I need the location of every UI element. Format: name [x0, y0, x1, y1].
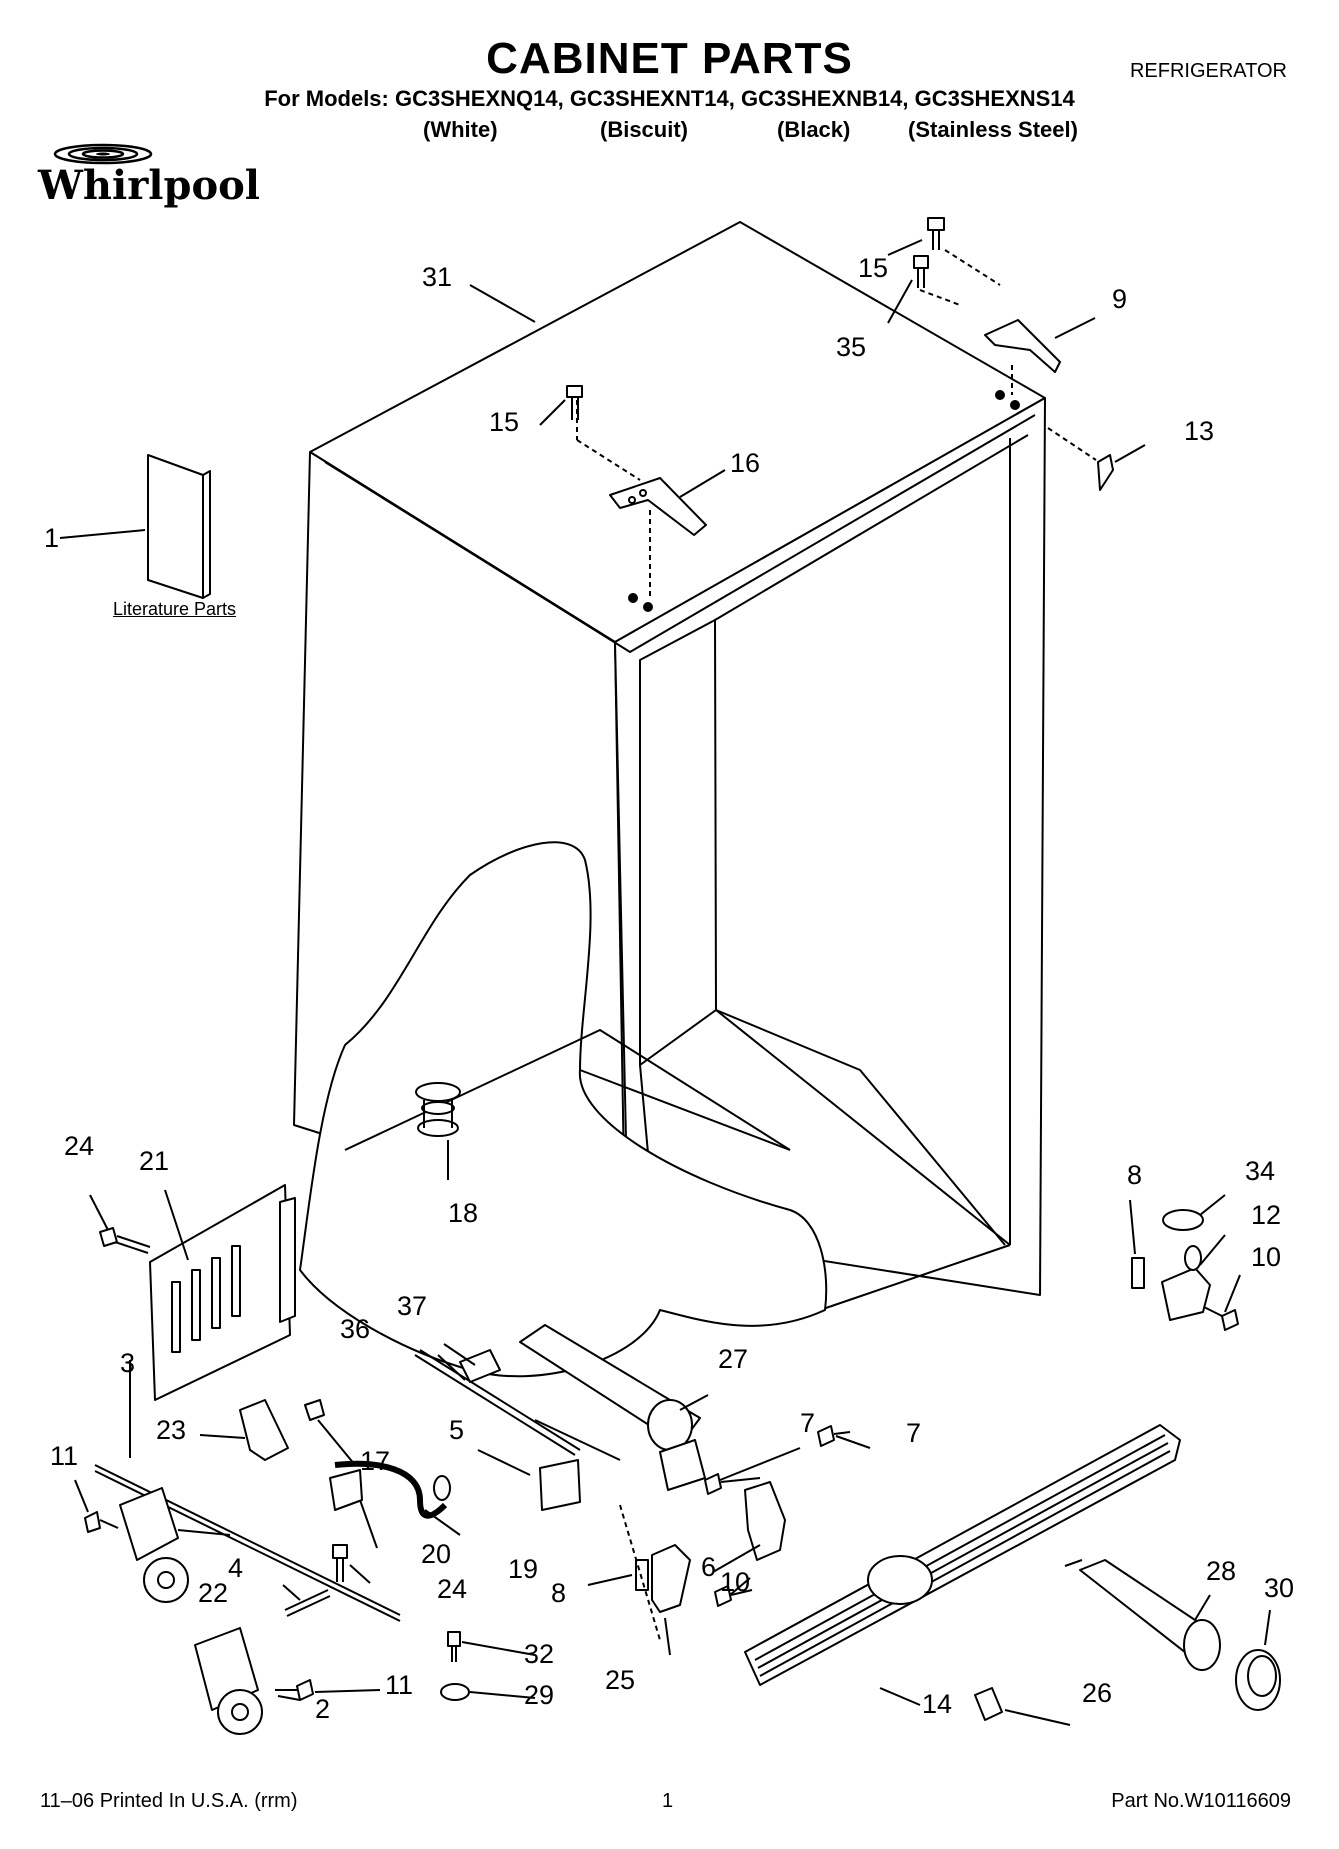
screw-32 [447, 1631, 461, 1662]
screw-15-left [566, 385, 583, 420]
callout-19: 19 [508, 1554, 539, 1584]
callout-8: 8 [1127, 1160, 1143, 1190]
callout-32: 32 [524, 1639, 555, 1669]
leader-arrows [59, 239, 1271, 1726]
callout-36: 36 [340, 1314, 371, 1344]
page-title: CABINET PARTS [486, 34, 853, 83]
rod-37 [459, 1349, 621, 1461]
callout-11: 11 [50, 1441, 79, 1471]
bracket-23 [239, 1399, 325, 1461]
callout-31: 31 [422, 262, 453, 292]
bracket-6 [744, 1481, 786, 1561]
callout-2: 2 [315, 1694, 331, 1724]
callout-25: 25 [605, 1665, 636, 1695]
callout-13: 13 [1184, 416, 1215, 446]
callout-24: 24 [64, 1131, 95, 1161]
screw-10-bottom [714, 1585, 753, 1607]
callout-28: 28 [1206, 1556, 1237, 1586]
roller-bracket-front [119, 1487, 189, 1603]
clip-26 [974, 1687, 1003, 1721]
callout-14: 14 [922, 1689, 953, 1719]
callout-27: 27 [718, 1344, 749, 1374]
callout-26: 26 [1082, 1678, 1113, 1708]
screw-24-top [99, 1227, 151, 1254]
callout-7: 7 [906, 1418, 922, 1448]
callout-16: 16 [730, 448, 761, 478]
callout-34: 34 [1245, 1156, 1276, 1186]
callout-10: 10 [720, 1567, 751, 1597]
whirlpool-swirl-icon [53, 143, 153, 165]
bottom-hinge-25 [651, 1544, 691, 1613]
print-info: 11–06 Printed In U.S.A. (rrm) [40, 1790, 298, 1812]
top-hinge-right [919, 249, 1061, 410]
models-line: For Models: GC3SHEXNQ14, GC3SHEXNT14, GC… [264, 86, 1075, 111]
shim-34 [1162, 1209, 1204, 1231]
plate-8-right [1131, 1257, 1145, 1289]
callout-10: 10 [1251, 1242, 1282, 1272]
screw-24-bottom [332, 1544, 348, 1582]
plate-8-bottom [619, 1504, 661, 1641]
callout-17: 17 [360, 1446, 391, 1476]
callout-15: 15 [858, 253, 889, 283]
logo-wordmark: Whirlpool [38, 162, 260, 209]
callout-7: 7 [800, 1408, 816, 1438]
callout-24: 24 [437, 1574, 468, 1604]
color-biscuit: (Biscuit) [600, 117, 688, 142]
callout-12: 12 [1251, 1200, 1282, 1230]
screw-10-right [1199, 1304, 1239, 1331]
water-filter-28 [1064, 1559, 1221, 1671]
screw-15-right [927, 217, 945, 250]
color-stainless-steel: (Stainless Steel) [908, 117, 1078, 142]
roller-bracket-rear [194, 1627, 263, 1735]
literature-parts-label: Literature Parts [113, 599, 237, 619]
cabinet-shell [293, 221, 1046, 1311]
bolt-22 [284, 1589, 331, 1617]
callout-18: 18 [448, 1198, 479, 1228]
callout-15: 15 [489, 407, 520, 437]
callout-11: 11 [385, 1670, 414, 1700]
bottom-hinge-right [1161, 1245, 1211, 1321]
callout-35: 35 [836, 332, 867, 362]
screw-7-right [817, 1425, 851, 1447]
callout-6: 6 [701, 1552, 717, 1582]
whirlpool-logo: Whirlpool [38, 140, 268, 220]
color-black: (Black) [777, 117, 851, 142]
callout-37: 37 [397, 1291, 428, 1321]
callout-8: 8 [551, 1578, 567, 1608]
door-stop-13 [1047, 427, 1114, 491]
grommet-18 [415, 1082, 461, 1137]
screw-11-right [275, 1679, 314, 1701]
rod-36 [414, 1349, 581, 1456]
callout-4: 4 [228, 1553, 244, 1583]
callout-21: 21 [139, 1146, 170, 1176]
filter-cap-30 [1235, 1649, 1281, 1711]
part-number: Part No.W10116609 [1111, 1790, 1291, 1812]
callout-29: 29 [524, 1680, 555, 1710]
screw-11-left [84, 1511, 119, 1533]
pad-5 [539, 1459, 581, 1511]
callout-23: 23 [156, 1415, 187, 1445]
callout-3: 3 [120, 1348, 136, 1378]
rear-access-panel [149, 1184, 296, 1401]
screw-35 [913, 255, 929, 288]
clamp-20 [329, 1469, 363, 1511]
literature-book [147, 454, 211, 599]
callout-9: 9 [1112, 284, 1128, 314]
washer-29 [440, 1683, 470, 1701]
callout-20: 20 [421, 1539, 452, 1569]
screw-7-left [704, 1473, 761, 1495]
callout-5: 5 [449, 1415, 465, 1445]
drain-channel-27 [519, 1324, 706, 1491]
base-grille-14 [744, 1424, 1181, 1686]
callout-1: 1 [44, 523, 60, 553]
appliance-category: REFRIGERATOR [1129, 60, 1287, 82]
callout-22: 22 [198, 1578, 229, 1608]
color-white: (White) [423, 117, 498, 142]
page-number: 1 [662, 1790, 674, 1812]
callout-30: 30 [1264, 1573, 1295, 1603]
